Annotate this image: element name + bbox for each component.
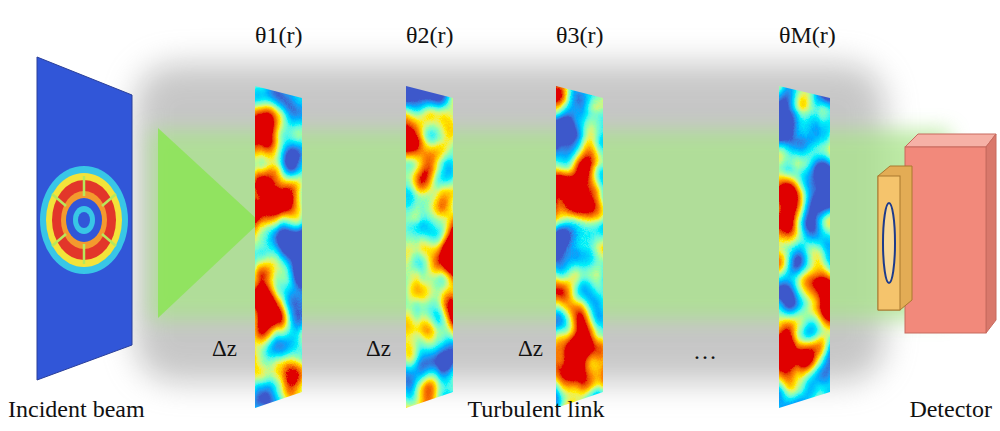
phase-screen-label: θ3(r) <box>556 22 603 48</box>
spacing-label: Δz <box>212 336 237 361</box>
phase-screen-label: θM(r) <box>779 22 836 48</box>
section-label: Detector <box>909 396 992 422</box>
spacing-label: Δz <box>518 336 543 361</box>
incident-beam-panel <box>37 57 132 380</box>
section-label: Turbulent link <box>467 396 604 422</box>
spacing-label: Δz <box>366 336 391 361</box>
phase-screen <box>400 80 460 415</box>
ellipsis-mark: … <box>693 338 717 364</box>
phase-screen <box>774 80 836 415</box>
phase-screen <box>250 80 310 415</box>
phase-screen <box>550 80 610 415</box>
section-label: Incident beam <box>8 396 145 422</box>
detector-box <box>878 134 996 333</box>
phase-screen-label: θ1(r) <box>255 22 302 48</box>
phase-screen-label: θ2(r) <box>406 22 453 48</box>
beam-arrow <box>158 128 260 318</box>
